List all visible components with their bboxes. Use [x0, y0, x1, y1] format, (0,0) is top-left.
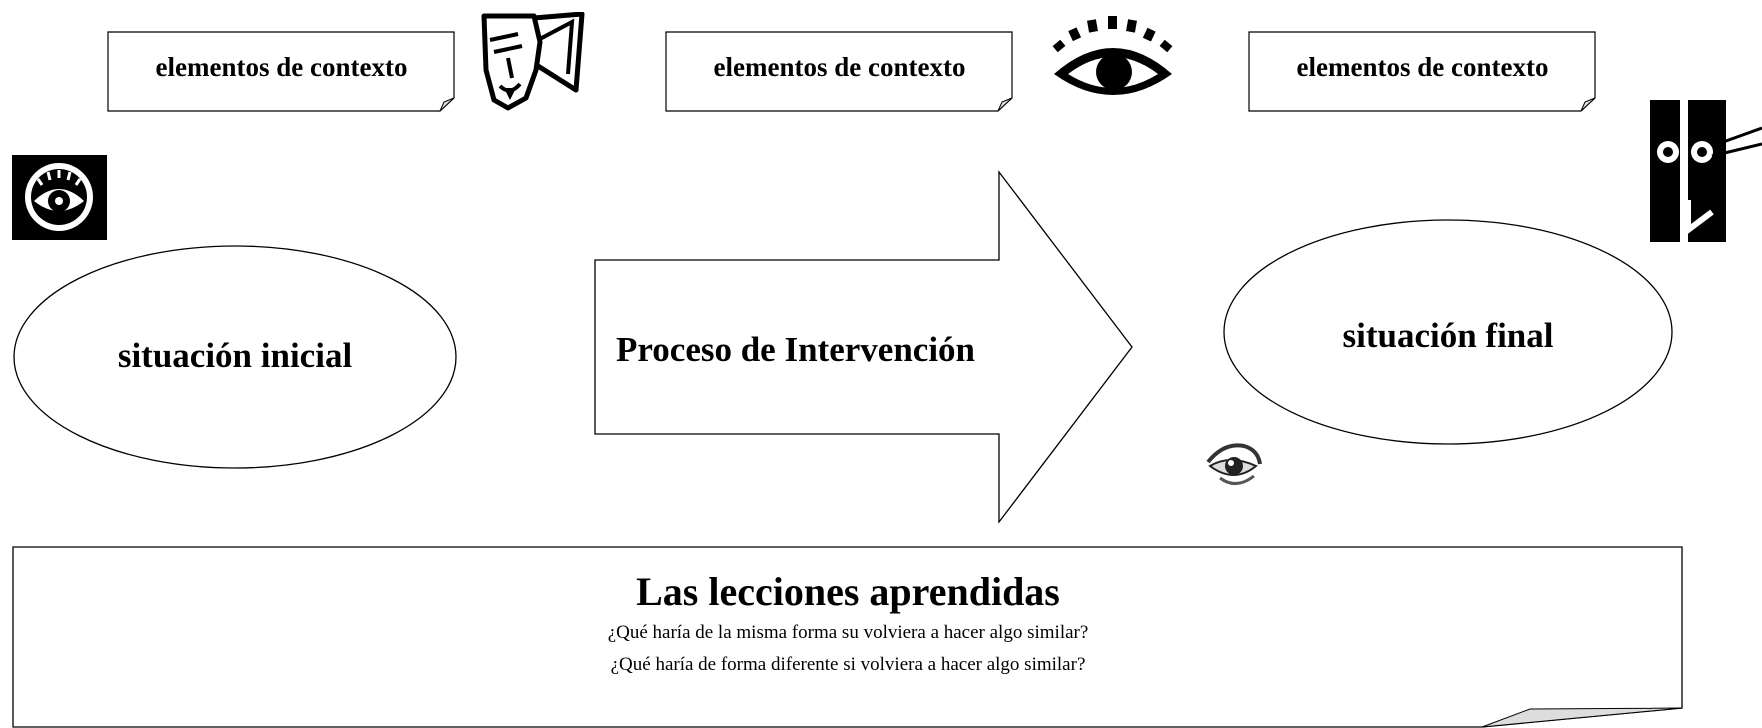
note-frame	[665, 31, 1013, 112]
final-state-shape	[1223, 219, 1673, 445]
lessons-question-2: ¿Qué haría de forma diferente si volvier…	[610, 654, 1086, 675]
note-frame	[1248, 31, 1596, 112]
note-frame	[107, 31, 455, 112]
final-state-label: situación final	[1342, 316, 1554, 355]
context-note-label: elementos de contexto	[155, 52, 408, 82]
process-label: Proceso de Intervención	[616, 330, 976, 369]
context-note-3: elementos de contexto	[1248, 31, 1596, 112]
context-note-label: elementos de contexto	[713, 52, 966, 82]
process-arrow	[594, 170, 1133, 524]
small-eye-icon	[1206, 443, 1262, 485]
eye-badge-icon	[12, 155, 107, 240]
context-note-label: elementos de contexto	[1296, 52, 1549, 82]
eye-lashes-icon	[1052, 16, 1173, 95]
lessons-box: Las lecciones aprendidas ¿Qué haría de l…	[12, 546, 1684, 728]
lessons-title: Las lecciones aprendidas	[636, 569, 1060, 614]
context-note-1: elementos de contexto	[107, 31, 455, 112]
context-note-2: elementos de contexto	[665, 31, 1013, 112]
initial-state-shape	[13, 245, 457, 469]
face-profile-icon	[1650, 100, 1762, 242]
initial-state-label: situación inicial	[117, 336, 353, 375]
lessons-frame	[12, 546, 1683, 728]
lessons-question-1: ¿Qué haría de la misma forma su volviera…	[607, 622, 1089, 643]
face-mask-icon	[481, 12, 585, 111]
